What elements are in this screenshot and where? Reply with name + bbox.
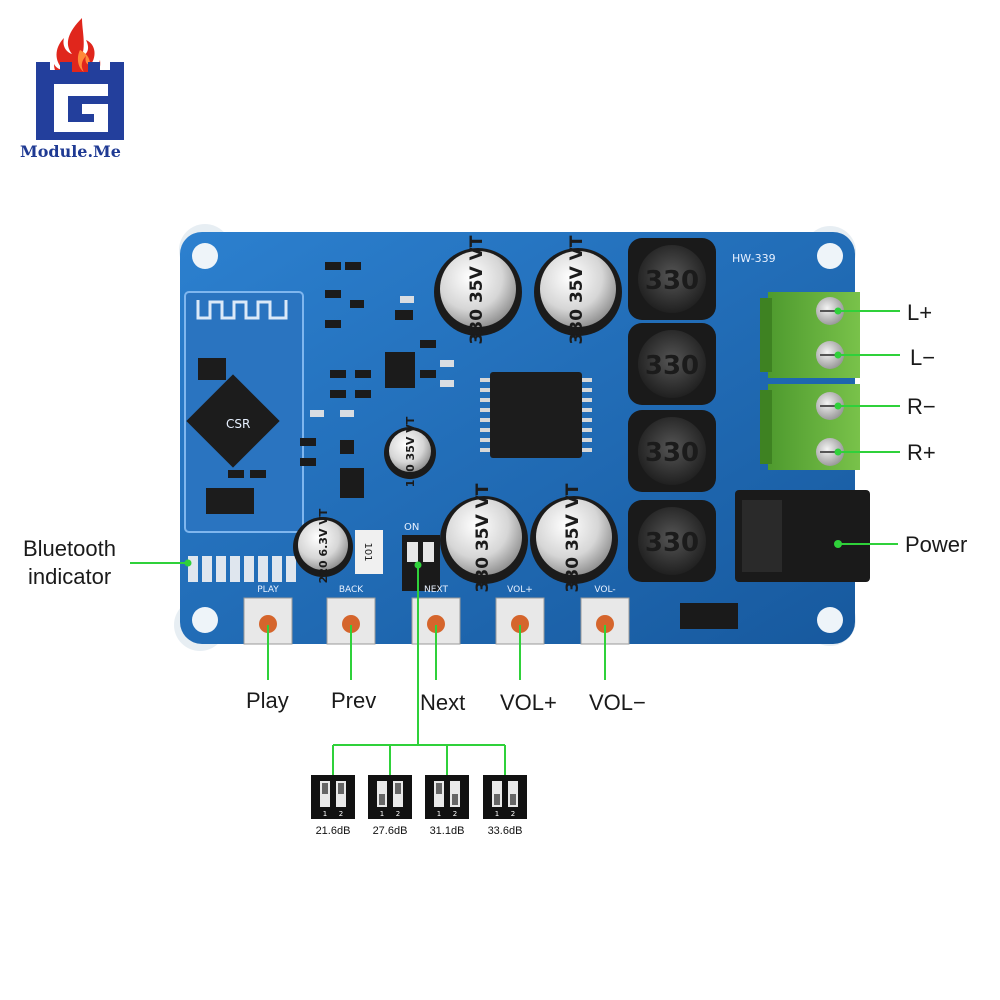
capacitor-bottom-right: 330 35V VT [530,483,618,592]
label-vol-minus: VOL− [589,690,646,715]
module-me-logo-icon [36,18,124,140]
svg-text:2: 2 [453,810,457,818]
button-silkscreen-next: NEXT [424,585,448,595]
svg-text:330: 330 [645,438,699,468]
capacitor-small-2: 220 6.3V VT [293,508,353,583]
gain-label-3: 31.1dB [429,825,465,837]
svg-text:220 6.3V VT: 220 6.3V VT [317,508,330,583]
svg-text:330 35V VT: 330 35V VT [473,483,493,592]
button-silkscreen-back: BACK [339,585,364,595]
gain-label-4: 33.6dB [487,825,523,837]
label-left-minus: L− [910,345,936,370]
svg-text:2: 2 [339,810,343,818]
svg-text:330 35V VT: 330 35V VT [467,235,487,344]
svg-text:330 35V VT: 330 35V VT [563,483,583,592]
label-vol-plus: VOL+ [500,690,557,715]
dip-on-label: ON [404,522,419,533]
svg-text:101: 101 [362,542,373,561]
logo-text: Module.Me [20,142,121,161]
gain-label-1: 21.6dB [315,825,351,837]
svg-text:330: 330 [645,528,699,558]
inductor-2: 330 [628,323,716,405]
svg-text:2: 2 [396,810,400,818]
svg-text:1: 1 [495,810,499,818]
svg-text:100 35V VT: 100 35V VT [404,416,417,487]
board-model: HW-339 [732,252,776,265]
svg-text:2: 2 [511,810,515,818]
bluetooth-led-row [188,556,296,582]
amplifier-ic [490,372,582,458]
callout-lines [130,310,900,775]
capacitor-small-1: 100 35V VT [384,416,436,487]
label-left-plus: L+ [907,300,933,325]
gain-dip-switch: ON [402,522,440,591]
label-indicator: indicator [28,564,112,589]
label-play: Play [246,688,289,713]
label-power: Power [905,532,968,557]
inductor-4: 330 [628,500,716,582]
gain-label-2: 27.6dB [372,825,408,837]
svg-text:1: 1 [437,810,441,818]
inductor-1: 330 [628,238,716,320]
svg-text:330: 330 [645,351,699,381]
csr-chip [186,374,280,468]
terminal-block-left [760,292,860,378]
power-jack [735,490,870,582]
inductor-3: 330 [628,410,716,492]
label-prev: Prev [331,688,377,713]
svg-text:330: 330 [645,266,699,296]
capacitor-bottom-left: 330 35V VT [440,483,528,592]
capacitor-top-right: 330 35V VT [534,235,622,344]
chip-text: CSR [226,417,250,431]
terminal-block-right [760,384,860,470]
button-silkscreen-vol-plus: VOL+ [507,585,533,595]
svg-text:330 35V VT: 330 35V VT [567,235,587,344]
svg-text:1: 1 [323,810,327,818]
label-bluetooth: Bluetooth [23,536,116,561]
capacitor-top-left: 330 35V VT [434,235,522,344]
svg-text:1: 1 [380,810,384,818]
label-right-minus: R− [907,394,936,419]
button-silkscreen-vol-minus: VOL- [594,585,615,595]
label-next: Next [420,690,466,715]
label-right-plus: R+ [907,440,936,465]
button-silkscreen-play: PLAY [257,585,279,595]
